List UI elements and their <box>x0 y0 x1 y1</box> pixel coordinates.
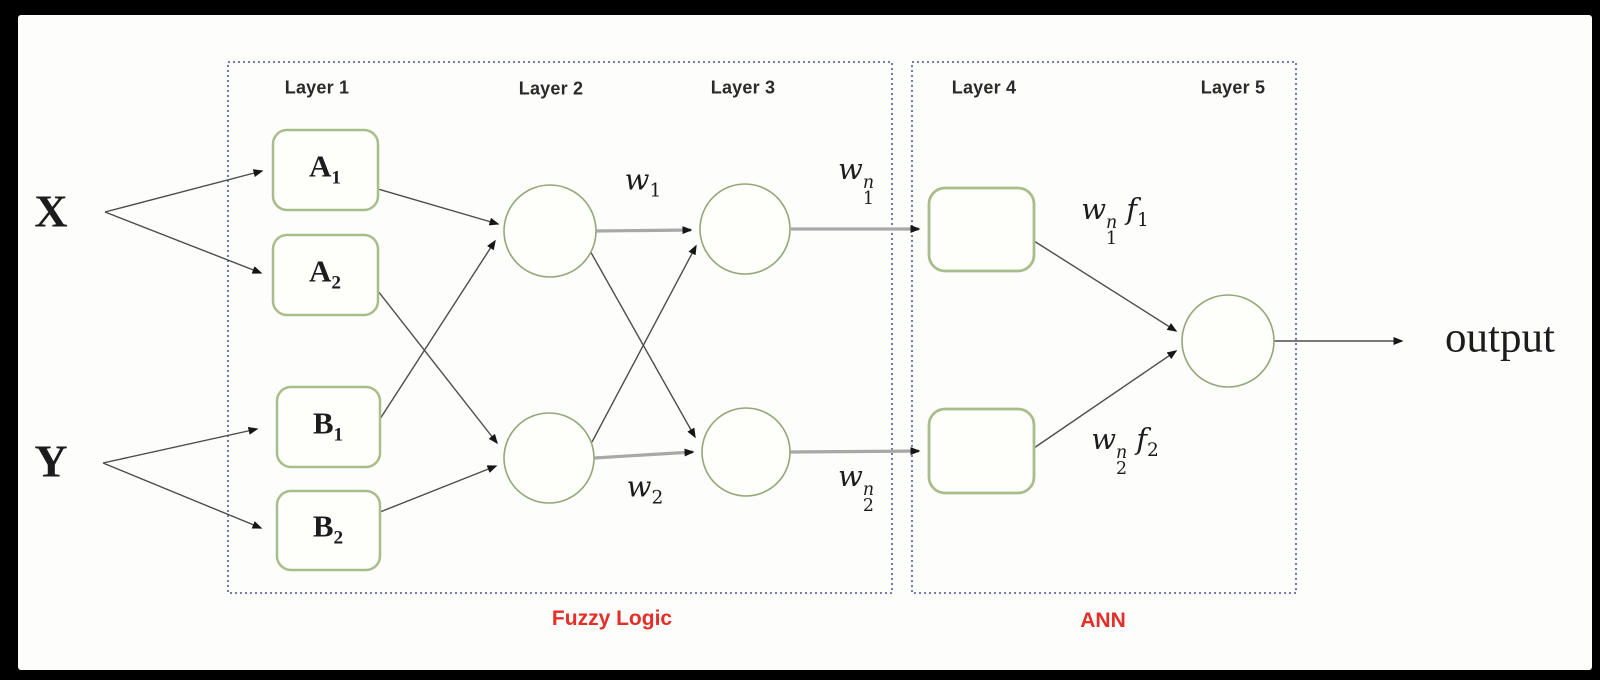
layer-5-label: Layer 5 <box>1200 77 1266 98</box>
w2-sub: 2 <box>651 487 664 509</box>
input-edges <box>102 169 264 529</box>
edge-y-b1 <box>102 426 259 464</box>
w1nf1-base: w <box>1081 192 1107 227</box>
fuzzy-logic-section-label: Fuzzy Logic <box>551 607 673 630</box>
w1nf1-fsub: 1 <box>1136 209 1149 231</box>
node-a2-base: A <box>309 253 332 289</box>
w1nf1-sup: n <box>1106 212 1118 233</box>
node-layer3-bottom-circle <box>701 407 791 497</box>
paper-background <box>18 15 1592 670</box>
node-layer3-top-circle <box>699 183 791 275</box>
layer1-nodes <box>271 128 382 572</box>
edge-y-b2 <box>102 462 263 529</box>
edge-w2nf2 <box>1033 350 1178 449</box>
node-b1-label: B1 <box>313 405 343 446</box>
edge-a2-pi2 <box>377 290 498 445</box>
edge-label-w2: w2 <box>627 470 664 509</box>
node-layer4-top-box <box>927 186 1036 273</box>
layer2-layer3-edges <box>588 226 697 460</box>
node-b1-box <box>275 385 382 469</box>
rule-nodes <box>503 183 791 504</box>
edge-label-w1: w1 <box>625 163 662 202</box>
node-b2-base: B <box>312 508 334 544</box>
w1-sub: 1 <box>649 180 662 202</box>
edge-pi1-n2 <box>588 248 696 439</box>
output-label: output <box>1445 314 1555 362</box>
ann-section-label: ANN <box>1080 609 1126 632</box>
node-b2-box <box>275 489 382 572</box>
node-a1-sub: 1 <box>331 167 341 189</box>
w2nf2-sub: 2 <box>1116 459 1128 480</box>
layer-3-label: Layer 3 <box>710 77 776 98</box>
w1n-sup: n <box>862 172 875 193</box>
node-layer4-bottom-box <box>927 407 1036 495</box>
w2-base: w <box>626 469 652 504</box>
edge-a1-pi1 <box>377 188 500 226</box>
w2nf2-fbase: f <box>1136 422 1147 457</box>
node-a2-box <box>271 233 380 317</box>
w1nf1-fbase: f <box>1126 192 1137 227</box>
layer-2-label: Layer 2 <box>518 78 584 99</box>
w2n-sub: 2 <box>862 496 874 517</box>
edge-b1-pi1 <box>379 239 496 420</box>
w2nf2-sup: n <box>1116 442 1128 463</box>
edge-w2 <box>593 448 695 460</box>
w1n-sub: 1 <box>862 189 874 210</box>
input-y-label: Y <box>34 435 68 487</box>
edge-b2-pi2 <box>379 465 498 513</box>
layer1-layer2-edges <box>377 188 500 513</box>
node-b1-sub: 1 <box>333 424 344 446</box>
node-layer2-bottom-circle <box>503 412 595 504</box>
node-layer2-top-circle <box>503 184 597 278</box>
node-b2-sub: 2 <box>333 527 344 549</box>
edge-w1 <box>595 226 693 235</box>
node-a2-sub: 2 <box>331 272 341 294</box>
input-x-label: X <box>34 185 68 237</box>
node-a1-label: A1 <box>309 148 341 189</box>
edge-w2n <box>789 447 921 456</box>
node-a2-label: A2 <box>309 253 341 294</box>
w1nf1-sub: 1 <box>1106 229 1118 250</box>
layer3-layer4-edges <box>789 225 921 456</box>
w2nf2-fsub: 2 <box>1146 439 1159 461</box>
layer4-nodes <box>927 186 1036 495</box>
layer4-layer5-edges <box>1033 240 1178 449</box>
fuzzy-logic-section-box <box>227 61 893 594</box>
layer-4-label: Layer 4 <box>951 77 1017 98</box>
node-a1-base: A <box>309 148 332 184</box>
edge-w1nf1 <box>1033 240 1178 332</box>
node-a1-box <box>271 128 380 212</box>
node-b2-label: B2 <box>313 508 343 549</box>
w1n-base: w <box>837 152 863 187</box>
w2nf2-base: w <box>1091 422 1117 457</box>
edge-x-a2 <box>104 211 263 274</box>
node-b1-base: B <box>312 405 334 441</box>
layer-1-label: Layer 1 <box>284 77 350 98</box>
edge-x-a1 <box>104 169 264 213</box>
w1-base: w <box>624 162 650 197</box>
node-layer5-output-circle <box>1181 294 1275 388</box>
w2n-sup: n <box>862 479 875 500</box>
ann-section-box <box>911 61 1297 594</box>
w2n-base: w <box>837 459 863 494</box>
edge-pi2-n1 <box>591 244 697 443</box>
